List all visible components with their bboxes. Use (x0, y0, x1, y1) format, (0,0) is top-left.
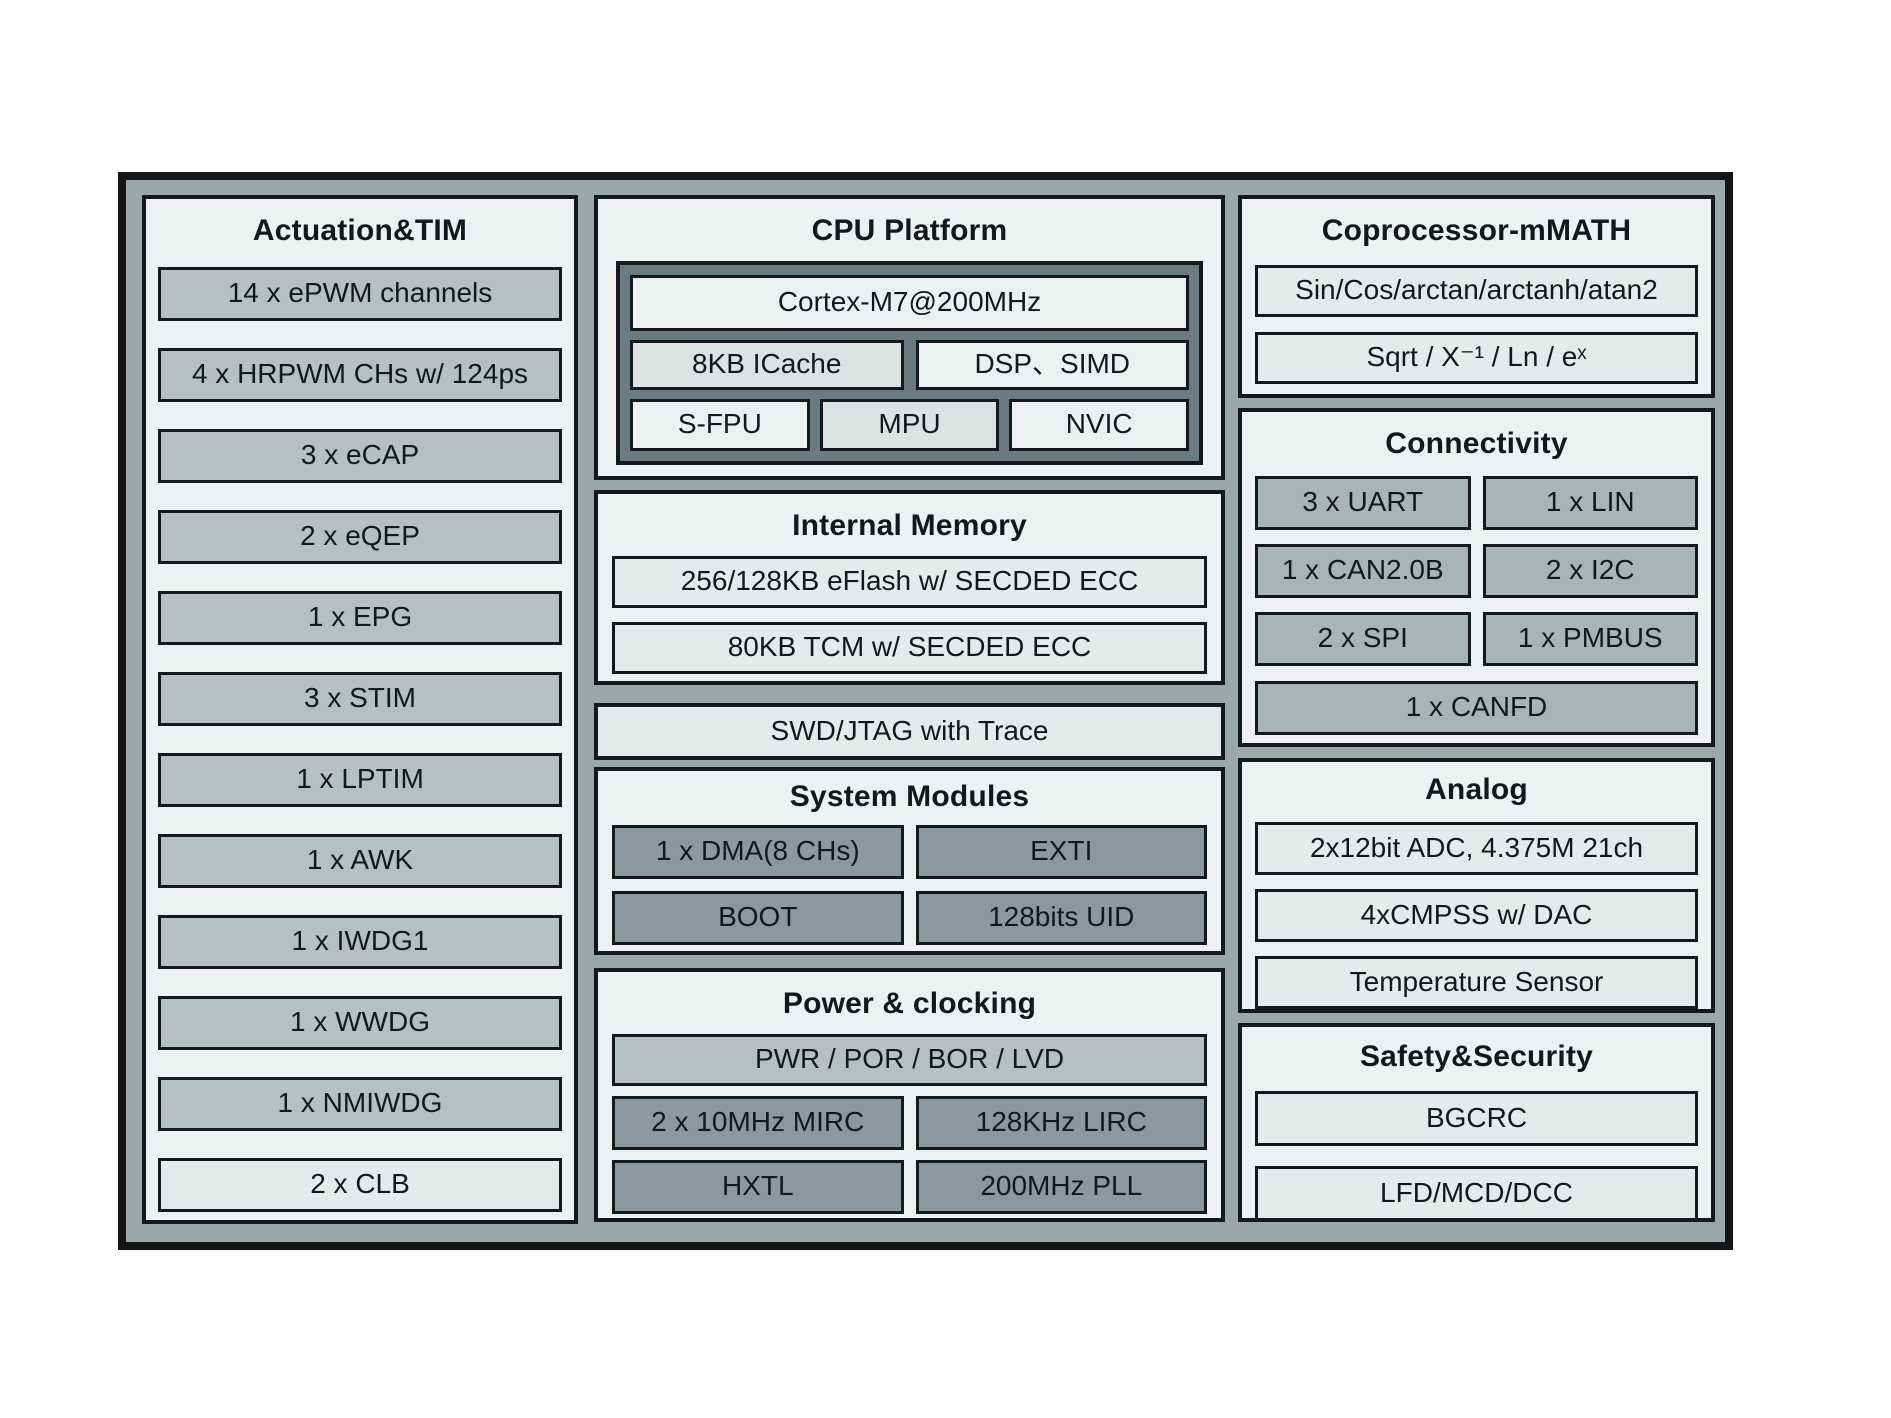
uart-box: 3 x UART (1255, 475, 1471, 530)
lirc-box: 128KHz LIRC (915, 1095, 1207, 1150)
pmbus-box: 1 x PMBUS (1482, 611, 1698, 666)
safety-title: Safety&Security (1359, 1040, 1594, 1073)
uid-box: 128bits UID (915, 890, 1207, 945)
boot-box: BOOT (612, 890, 904, 945)
panel-actuation-tim: Actuation&TIM 14 x ePWM channels 4 x HRP… (142, 195, 578, 1224)
i2c-box: 2 x I2C (1482, 543, 1698, 598)
power-title: Power & clocking (782, 987, 1037, 1020)
trig-functions-box: Sin/Cos/arctan/arctanh/atan2 (1255, 264, 1698, 317)
connectivity-cell-grid: 3 x UART 1 x LIN 1 x CAN2.0B 2 x I2C 2 x… (1255, 475, 1698, 666)
tcm-box: 80KB TCM w/ SECDED ECC (612, 621, 1207, 674)
stim-box: 3 x STIM (158, 671, 562, 726)
cpu-core-cluster: Cortex-M7@200MHz 8KB ICache DSP、SIMD S-F… (616, 260, 1203, 465)
connectivity-title: Connectivity (1385, 427, 1568, 460)
eflash-box: 256/128KB eFlash w/ SECDED ECC (612, 555, 1207, 608)
panel-internal-memory: Internal Memory 256/128KB eFlash w/ SECD… (594, 490, 1225, 685)
mcu-block-diagram: Actuation&TIM 14 x ePWM channels 4 x HRP… (118, 172, 1733, 1250)
swd-jtag-bar: SWD/JTAG with Trace (594, 703, 1225, 760)
bgcrc-box: BGCRC (1255, 1090, 1698, 1146)
memory-title: Internal Memory (792, 509, 1027, 542)
adc-box: 2x12bit ADC, 4.375M 21ch (1255, 821, 1698, 875)
analog-title: Analog (1425, 773, 1528, 806)
temp-sensor-box: Temperature Sensor (1255, 955, 1698, 1009)
panel-analog: Analog 2x12bit ADC, 4.375M 21ch 4xCMPSS … (1238, 758, 1715, 1013)
hrpwm-chs-box: 4 x HRPWM CHs w/ 124ps (158, 347, 562, 402)
lfd-box: LFD/MCD/DCC (1255, 1165, 1698, 1221)
nmiwdg-box: 1 x NMIWDG (158, 1076, 562, 1131)
middle-column: CPU Platform Cortex-M7@200MHz 8KB ICache… (594, 195, 1225, 1224)
sfpu-box: S-FPU (630, 398, 810, 451)
system-title: System Modules (789, 780, 1030, 813)
epwm-channels-box: 14 x ePWM channels (158, 266, 562, 321)
sqrt-functions-box: Sqrt / X⁻¹ / Ln / eˣ (1255, 331, 1698, 384)
clb-box: 2 x CLB (158, 1157, 562, 1212)
cortex-core-box: Cortex-M7@200MHz (630, 274, 1189, 331)
power-cell-grid: 2 x 10MHz MIRC 128KHz LIRC HXTL 200MHz P… (612, 1095, 1207, 1214)
coprocessor-title: Coprocessor-mMATH (1321, 214, 1632, 247)
pwr-por-bor-lvd-bar: PWR / POR / BOR / LVD (612, 1033, 1207, 1086)
canfd-box: 1 x CANFD (1255, 680, 1698, 735)
system-cell-grid: 1 x DMA(8 CHs) EXTI BOOT 128bits UID (612, 824, 1207, 945)
panel-power-clocking: Power & clocking PWR / POR / BOR / LVD 2… (594, 968, 1225, 1222)
cpu-row-fpu-mpu-nvic: S-FPU MPU NVIC (630, 398, 1189, 451)
lptim-box: 1 x LPTIM (158, 752, 562, 807)
right-column: Coprocessor-mMATH Sin/Cos/arctan/arctanh… (1238, 195, 1715, 1224)
actuation-item-list: 14 x ePWM channels 4 x HRPWM CHs w/ 124p… (158, 266, 562, 1212)
wwdg-box: 1 x WWDG (158, 995, 562, 1050)
panel-coprocessor-mmath: Coprocessor-mMATH Sin/Cos/arctan/arctanh… (1238, 195, 1715, 398)
nvic-box: NVIC (1009, 398, 1189, 451)
hxtl-box: HXTL (612, 1159, 904, 1214)
memory-item-list: 256/128KB eFlash w/ SECDED ECC 80KB TCM … (612, 555, 1207, 674)
panel-cpu-platform: CPU Platform Cortex-M7@200MHz 8KB ICache… (594, 195, 1225, 480)
iwdg1-box: 1 x IWDG1 (158, 914, 562, 969)
lin-box: 1 x LIN (1482, 475, 1698, 530)
exti-box: EXTI (915, 824, 1207, 879)
epg-box: 1 x EPG (158, 590, 562, 645)
ecap-box: 3 x eCAP (158, 428, 562, 483)
mpu-box: MPU (819, 398, 1000, 451)
spi-box: 2 x SPI (1255, 611, 1471, 666)
safety-item-list: BGCRC LFD/MCD/DCC (1255, 1090, 1698, 1221)
dsp-simd-box: DSP、SIMD (915, 339, 1189, 390)
panel-connectivity: Connectivity 3 x UART 1 x LIN 1 x CAN2.0… (1238, 408, 1715, 747)
panel-safety-security: Safety&Security BGCRC LFD/MCD/DCC (1238, 1023, 1715, 1222)
mirc-box: 2 x 10MHz MIRC (612, 1095, 904, 1150)
coprocessor-item-list: Sin/Cos/arctan/arctanh/atan2 Sqrt / X⁻¹ … (1255, 264, 1698, 384)
dma-box: 1 x DMA(8 CHs) (612, 824, 904, 879)
cpu-title: CPU Platform (811, 214, 1008, 247)
icache-box: 8KB ICache (630, 339, 904, 390)
eqep-box: 2 x eQEP (158, 509, 562, 564)
awk-box: 1 x AWK (158, 833, 562, 888)
cmpss-box: 4xCMPSS w/ DAC (1255, 888, 1698, 942)
panel-system-modules: System Modules 1 x DMA(8 CHs) EXTI BOOT … (594, 767, 1225, 955)
cpu-row-cache-dsp: 8KB ICache DSP、SIMD (630, 339, 1189, 390)
can-box: 1 x CAN2.0B (1255, 543, 1471, 598)
actuation-title: Actuation&TIM (252, 214, 468, 247)
analog-item-list: 2x12bit ADC, 4.375M 21ch 4xCMPSS w/ DAC … (1255, 821, 1698, 1009)
pll-box: 200MHz PLL (915, 1159, 1207, 1214)
